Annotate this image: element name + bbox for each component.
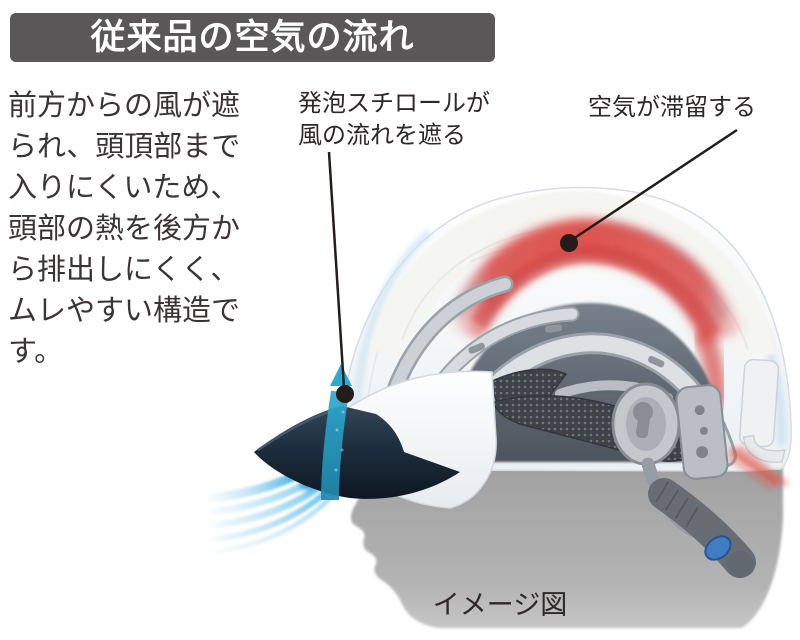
chin-strap [641,457,756,578]
blocked-air-arrow [321,364,352,501]
description-text: 前方からの風が遮 られ、頭頂部まで 入りにくいため、 頭部の熱を後方か ら排出し… [8,90,241,368]
foam-marker-dot [336,385,354,403]
callout-foam-label: 発泡スチロールが 風の流れを遮る [298,90,490,149]
image-caption: イメージ図 [432,590,568,620]
foam-leader-line [327,151,346,389]
rear-hook-bracket [738,358,786,463]
rear-ratchet [611,382,729,480]
stagnation-marker-dot [560,234,578,252]
stagnation-leader-line [572,128,738,241]
header-bar: 従来品の空気の流れ [10,13,495,62]
page-title: 従来品の空気の流れ [90,18,415,57]
exhaust-heat [728,445,789,490]
callout-leaders [327,128,738,403]
callout-stagnation-label: 空気が滞留する [588,94,756,121]
